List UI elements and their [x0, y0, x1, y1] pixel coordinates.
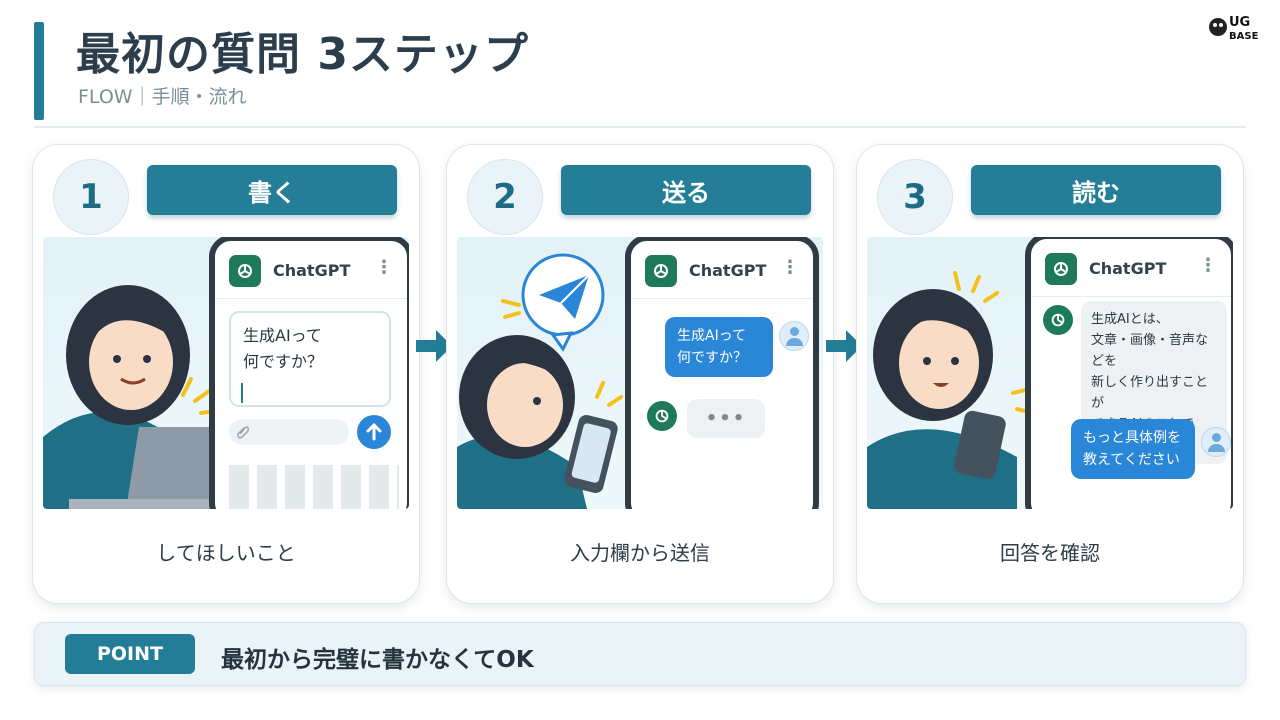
woman-reading-illustration [867, 271, 1035, 509]
keyboard[interactable] [229, 465, 399, 509]
step-caption-2: 入力欄から送信 [570, 541, 710, 565]
flow-arrow-icon [826, 330, 862, 362]
user-message-bubble: 生成AIって 何ですか？ [665, 317, 773, 377]
gpt-logo-icon [645, 255, 677, 287]
header-divider [34, 126, 1246, 128]
step-card-2: 2 送る ChatGPT ⋮ 生成AIって 何ですか？ [446, 144, 834, 604]
point-badge: POINT [65, 634, 195, 674]
woman-laptop-illustration [43, 285, 299, 509]
logo-text-top: UG [1229, 15, 1250, 30]
page-subtitle: FLOW｜手順・流れ [78, 86, 247, 108]
point-callout: POINT 最初から完璧に書かなくてOK [34, 622, 1246, 686]
step-card-1: 1 書く ChatGPT ⋮ 生成AIって 何ですか？ [32, 144, 420, 604]
chat-app-name: ChatGPT [689, 261, 767, 280]
gpt-logo-icon [229, 255, 261, 287]
gpt-logo-icon [1045, 253, 1077, 285]
step-label-3: 読む [971, 165, 1221, 215]
step-number-1: 1 [53, 159, 129, 235]
phone-mockup-2: ChatGPT ⋮ 生成AIって 何ですか？ ••• [625, 237, 819, 509]
chat-header: ChatGPT ⋮ [1031, 239, 1231, 297]
user-avatar-icon [1201, 427, 1231, 457]
user-followup-bubble: もっと具体例を 教えてください [1071, 419, 1195, 479]
chat-header: ChatGPT ⋮ [215, 241, 407, 299]
step-illustration-2: ChatGPT ⋮ 生成AIって 何ですか？ ••• [457, 237, 823, 509]
chat-app-name: ChatGPT [273, 261, 351, 280]
send-arrow-icon [366, 422, 382, 441]
more-menu-icon[interactable]: ⋮ [781, 257, 799, 278]
paper-plane-icon [539, 274, 590, 319]
step-caption-3: 回答を確認 [1000, 541, 1100, 565]
paperclip-icon[interactable] [235, 424, 251, 440]
user-avatar-icon [779, 321, 809, 351]
step-label-2: 送る [561, 165, 811, 215]
point-text: 最初から完璧に書かなくてOK [221, 647, 534, 673]
phone-mockup-1: ChatGPT ⋮ 生成AIって 何ですか？ [209, 237, 409, 509]
step-number-3: 3 [877, 159, 953, 235]
chat-header: ChatGPT ⋮ [631, 241, 813, 299]
step-card-3: 3 読む ChatGPT ⋮ 生成AIとは、 文章・画像・ [856, 144, 1244, 604]
more-menu-icon[interactable]: ⋮ [375, 257, 393, 278]
gpt-avatar-icon [647, 401, 677, 431]
step-label-1: 書く [147, 165, 397, 215]
page-title: 最初の質問 3ステップ [76, 29, 529, 80]
attach-bar [229, 419, 349, 445]
chat-app-name: ChatGPT [1089, 259, 1167, 278]
step-number-2: 2 [467, 159, 543, 235]
step-caption-1: してほしいこと [156, 541, 296, 565]
message-input[interactable]: 生成AIって 何ですか？ [229, 311, 391, 407]
step-illustration-1: ChatGPT ⋮ 生成AIって 何ですか？ [43, 237, 409, 509]
send-button[interactable] [357, 415, 391, 449]
title-accent-bar [34, 22, 44, 120]
text-cursor [241, 383, 243, 403]
step-illustration-3: ChatGPT ⋮ 生成AIとは、 文章・画像・音声などを 新しく作り出すことが… [867, 237, 1233, 509]
more-menu-icon[interactable]: ⋮ [1199, 255, 1217, 276]
logo-text-bottom: BASE [1229, 31, 1259, 42]
flow-arrow-icon [416, 330, 452, 362]
phone-mockup-3: ChatGPT ⋮ 生成AIとは、 文章・画像・音声などを 新しく作り出すことが… [1025, 237, 1233, 509]
woman-phone-illustration [457, 253, 623, 509]
gpt-avatar-icon [1043, 305, 1073, 335]
ug-base-logo: UG BASE [1209, 15, 1259, 42]
typing-indicator: ••• [687, 399, 765, 438]
